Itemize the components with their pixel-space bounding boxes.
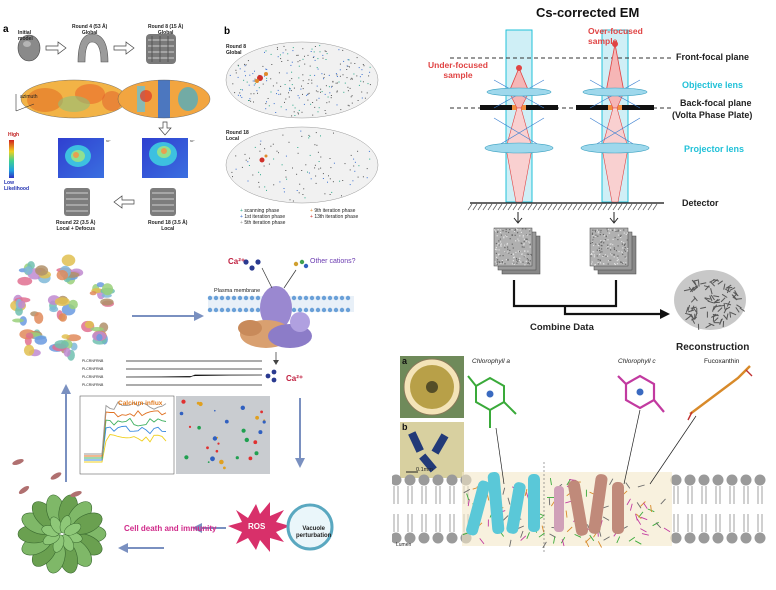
- ros-burst: [228, 502, 290, 552]
- scale-bar-label: 0.1mm: [416, 467, 433, 473]
- projector-lens-label: Projector lens: [684, 144, 745, 154]
- chlorophyll-a-label: Chlorophyll a: [472, 358, 510, 365]
- front-focal-label: Front-focal plane: [676, 52, 750, 62]
- chlorophyll-c-label: Chlorophyll c: [618, 358, 656, 365]
- under-focused-sample-dot: [516, 65, 522, 71]
- panel-a-letter: a: [3, 24, 9, 35]
- em-title: Cs-corrected EM: [536, 5, 640, 20]
- round18-label: Round 18 (3.5 Å) Local: [148, 220, 188, 232]
- azimuth-label: azimuth: [20, 94, 38, 100]
- em-schematic: Cs-corrected EM Over-focused sample Unde…: [390, 0, 776, 360]
- panel-b-legend-right: + 9th iteration phase + 13th iteration p…: [310, 208, 390, 220]
- detector-label: Detector: [682, 198, 719, 208]
- panel-b-figure: [225, 41, 379, 204]
- round4-model: [77, 33, 109, 63]
- colorbar-low-label: Low Likelihood: [4, 180, 29, 192]
- reconstruction-label: Reconstruction: [676, 342, 750, 353]
- calcium-influx-label: Calcium influx: [118, 400, 163, 407]
- round8-label: Round 8 (15 Å) Global: [148, 24, 184, 36]
- ca-top-label: Ca²⁺: [228, 257, 246, 266]
- likelihood-colorbar: [9, 140, 14, 178]
- round8-model: [146, 34, 176, 64]
- ros-label: ROS: [248, 522, 266, 531]
- round22-model: [64, 188, 90, 216]
- pathway-figure: [10, 254, 354, 574]
- sphere-map-round8: [225, 41, 379, 119]
- combine-arrow: [512, 280, 662, 316]
- arrow-4: [113, 195, 135, 209]
- legend-item: + 9th iteration phase: [310, 208, 356, 214]
- trace-label-4: PLCRNFRNB: [82, 383, 104, 387]
- insects: [12, 458, 82, 498]
- ca-bottom-label: Ca²⁺: [286, 374, 304, 383]
- helices-left: [466, 472, 540, 536]
- lumen-label: Lumen: [396, 542, 412, 548]
- reconstruction-model: [674, 270, 746, 330]
- lipid-bilayer: [392, 474, 766, 544]
- over-focused-label: Over-focused sample: [588, 26, 643, 46]
- round4-label: Round 4 (53 Å) Global: [72, 24, 108, 36]
- panel-b-letter: b: [224, 26, 231, 37]
- vacuole-label: Vacuole perturbation: [296, 526, 332, 539]
- initial-model-label: Initial model: [18, 30, 33, 42]
- arrow-3: [158, 121, 172, 136]
- heatmap-global-right: [117, 79, 211, 119]
- panel-b-legend: + scanning phase + 1st iteration phase +…: [240, 208, 390, 226]
- arrow-1: [45, 41, 67, 55]
- cell-death-label: Cell death and immunity: [124, 524, 217, 533]
- structure-figure: [392, 356, 766, 552]
- panel-a: a: [0, 0, 215, 240]
- legend-item: + scanning phase: [240, 208, 280, 214]
- plasma-membrane-label: Plasma membrane: [214, 288, 261, 294]
- fucoxanthin-molecule: [689, 365, 751, 415]
- legend-item: + 1st iteration phase: [240, 214, 286, 220]
- panel-b-round8-label: Round 8 Global: [226, 44, 246, 56]
- structure-panel: a b 0.1mm Chlorophyll a Chlorophyll c Fu…: [392, 352, 776, 590]
- vacuole-icon: [286, 503, 334, 551]
- photo-a-letter: a: [402, 356, 408, 366]
- trace-label-2: PLCRNFRNB: [82, 367, 104, 371]
- em-figure: [450, 29, 746, 330]
- objective-lens-right: [582, 87, 648, 97]
- panel-a-figure: 60° 60°: [9, 33, 211, 216]
- projector-lens-right: [580, 142, 650, 154]
- channel-protein: [238, 286, 312, 348]
- helices-right: [554, 474, 624, 536]
- pathway-panel: Ca²⁺ Other cations? Plasma membrane Ca²⁺…: [0, 248, 390, 590]
- round18-model: [150, 188, 176, 216]
- protein-assembly: [10, 254, 115, 361]
- svg-text:60°: 60°: [190, 139, 195, 143]
- objective-lens-label: Objective lens: [682, 80, 744, 90]
- legend-item: + 5th iteration phase: [240, 220, 286, 226]
- volta-label: (Volta Phase Plate): [672, 110, 753, 120]
- electrophysiology-traces: [126, 360, 262, 386]
- chlorophyll-c-molecule: [617, 374, 665, 413]
- legend-item: + 13th iteration phase: [310, 214, 359, 220]
- panel-b: b Round 8 Global Round 18 Local + scanni…: [222, 0, 382, 240]
- image-stack-right: [589, 227, 637, 275]
- photo-b-letter: b: [402, 422, 408, 432]
- back-focal-label: Back-focal plane: [680, 98, 752, 108]
- fucoxanthin-label: Fucoxanthin: [704, 358, 740, 365]
- trace-label-3: PLCRNFRNB: [82, 375, 104, 379]
- other-cations-label: Other cations?: [310, 258, 356, 265]
- arabidopsis-plant: [17, 494, 107, 574]
- round22-label: Round 22 (3.5 Å) Local + Defocus: [56, 220, 96, 232]
- trace-label-1: PLCRNFRNB: [82, 359, 104, 363]
- over-focused-sample-dot: [612, 41, 618, 47]
- arrow-2: [113, 41, 135, 55]
- panel-b-round18-label: Round 18 Local: [226, 130, 249, 142]
- svg-text:60°: 60°: [106, 139, 111, 143]
- colorbar-high-label: High: [8, 132, 20, 138]
- initial-model-blob: [17, 34, 41, 62]
- sphere-map-round18: [225, 126, 379, 204]
- objective-lens-left: [486, 87, 552, 97]
- under-focused-label: Under-focused sample: [428, 60, 488, 80]
- combine-data-label: Combine Data: [530, 322, 594, 333]
- chlorophyll-a-molecule: [467, 375, 517, 428]
- projector-lens-left: [484, 142, 554, 154]
